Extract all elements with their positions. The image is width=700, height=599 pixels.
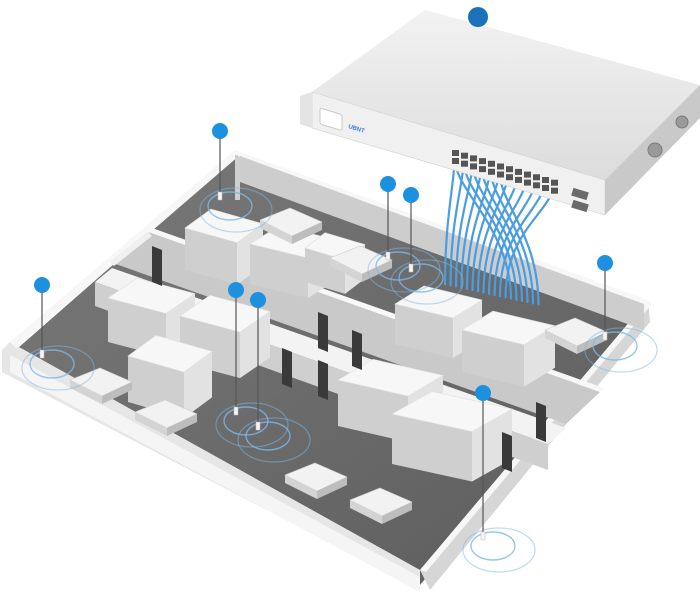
sfp-port: [571, 199, 589, 213]
access-point-marker-icon: [237, 292, 311, 463]
door: [282, 348, 292, 388]
switch-top: [312, 10, 700, 180]
ethernet-port: [533, 182, 540, 189]
beds: [69, 207, 608, 524]
ethernet-port: [470, 163, 477, 170]
access-point-marker-icon: [199, 123, 273, 233]
bed: [284, 462, 348, 499]
bed: [259, 207, 323, 244]
access-point-marker-icon: [584, 255, 658, 373]
ethernet-port: [488, 168, 495, 175]
door: [318, 360, 328, 400]
door: [318, 312, 328, 352]
ethernet-port: [470, 155, 477, 162]
access-point-marker-icon: [390, 187, 464, 305]
outer-wall-back-left: [10, 150, 240, 348]
ethernet-port: [524, 171, 531, 178]
room: [391, 391, 513, 482]
ethernet-port: [452, 150, 459, 156]
door: [152, 246, 162, 286]
ethernet-port: [506, 166, 513, 173]
ethernet-port: [533, 174, 540, 181]
switch-indicator-icon: [468, 7, 488, 27]
ethernet-port: [542, 177, 549, 183]
switch-display: [319, 107, 343, 131]
brand-logo: UBNT: [347, 124, 365, 135]
fan-vent-icon: [647, 142, 663, 158]
ethernet-port: [515, 176, 522, 183]
ethernet-port: [497, 163, 504, 170]
outer-wall-back-left-face: [235, 155, 240, 200]
access-point-marker-icon: [462, 385, 536, 573]
room: [461, 310, 556, 387]
ethernet-port: [461, 152, 468, 159]
access-point-marker-icon: [21, 277, 95, 391]
bed: [349, 487, 413, 524]
ethernet-port: [488, 160, 495, 167]
ethernet-port: [551, 179, 558, 186]
fan-vent-icon: [675, 115, 689, 129]
ethernet-port: [524, 179, 531, 186]
ethernet-port: [551, 187, 558, 194]
outer-wall-back-right: [235, 150, 648, 304]
sfp-port: [571, 187, 589, 201]
ethernet-port: [497, 171, 504, 178]
access-points: [21, 123, 658, 573]
bed: [134, 399, 198, 436]
ethernet-port: [479, 166, 486, 173]
outer-wall-left-inner: [10, 355, 420, 592]
ethernet-port: [542, 185, 549, 191]
door: [502, 432, 512, 472]
ethernet-port: [515, 168, 522, 175]
ethernet-port: [461, 160, 468, 167]
ethernet-port: [452, 158, 459, 164]
door: [536, 402, 546, 442]
network-switch: UBNT: [300, 7, 700, 216]
ethernet-port: [506, 174, 513, 181]
ethernet-port: [479, 158, 486, 165]
outer-wall-back-right-face: [240, 156, 644, 330]
access-point-marker-icon: [215, 282, 289, 448]
door: [352, 330, 362, 370]
switch-ports: [452, 150, 558, 194]
